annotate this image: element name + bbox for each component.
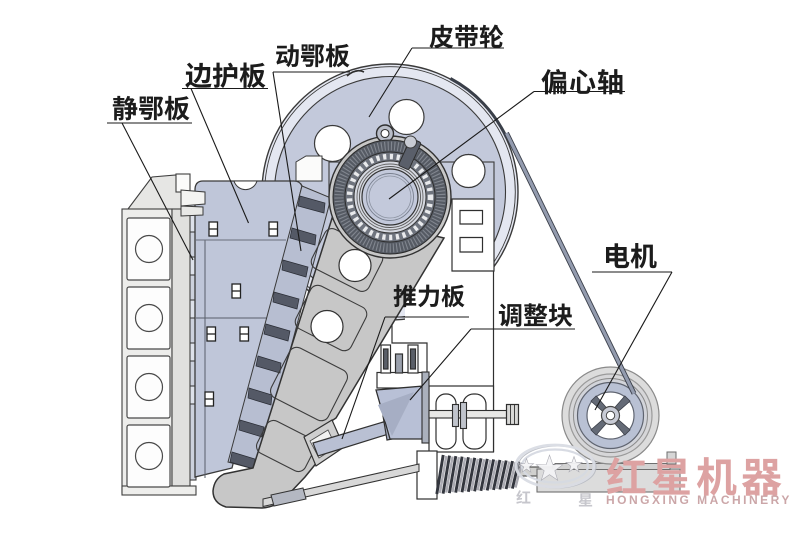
svg-text:HONGXING MACHINERY: HONGXING MACHINERY — [606, 493, 792, 507]
